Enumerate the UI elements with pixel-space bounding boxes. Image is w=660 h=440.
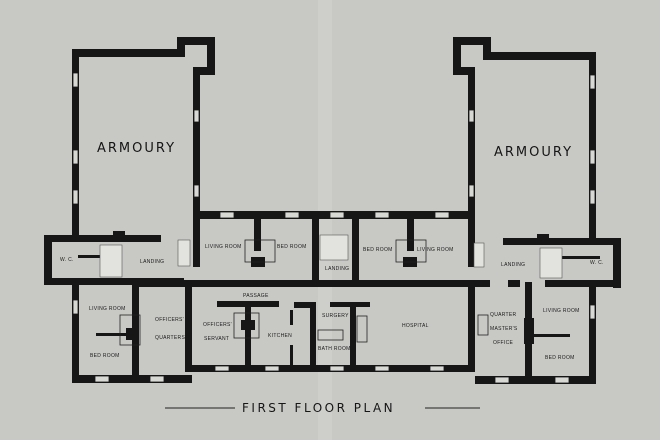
room-label: OFFICE <box>493 340 513 346</box>
walls <box>44 37 621 384</box>
room-label: SERVANT <box>204 336 229 342</box>
room-label: W. C. <box>590 260 604 266</box>
room-label: BED ROOM <box>90 353 120 359</box>
room-label: ARMOURY <box>494 145 573 160</box>
room-label: BATH ROOM <box>318 346 351 352</box>
room-label: LIVING ROOM <box>543 308 580 314</box>
room-label: BED ROOM <box>277 244 307 250</box>
room-label: ARMOURY <box>97 141 176 156</box>
room-label: LIVING ROOM <box>417 247 454 253</box>
room-label: HOSPITAL <box>402 323 429 329</box>
windows <box>72 72 596 384</box>
room-label: QUARTERS <box>155 335 185 341</box>
room-label: LANDING <box>140 259 164 265</box>
room-label: W. C. <box>60 257 74 263</box>
room-label: QUARTER <box>490 312 517 318</box>
room-label: PASSAGE <box>243 293 269 299</box>
page-fold <box>318 0 332 440</box>
room-label: LANDING <box>325 266 349 272</box>
room-labels: ARMOURY ARMOURY W. C. W. C. LANDING LAND… <box>60 141 604 361</box>
room-label: BED ROOM <box>363 247 393 253</box>
room-label: LANDING <box>501 262 525 268</box>
room-label: MASTER'S <box>490 326 518 332</box>
plan-title: FIRST FLOOR PLAN <box>242 401 395 415</box>
room-label: OFFICERS' <box>203 322 232 328</box>
room-label: SURGERY <box>322 313 349 319</box>
room-label: LIVING ROOM <box>205 244 242 250</box>
staircases <box>99 234 563 346</box>
room-label: KITCHEN <box>268 333 292 339</box>
room-label: BED ROOM <box>545 355 575 361</box>
room-label: OFFICERS' <box>155 317 184 323</box>
room-label: LIVING ROOM <box>89 306 126 312</box>
